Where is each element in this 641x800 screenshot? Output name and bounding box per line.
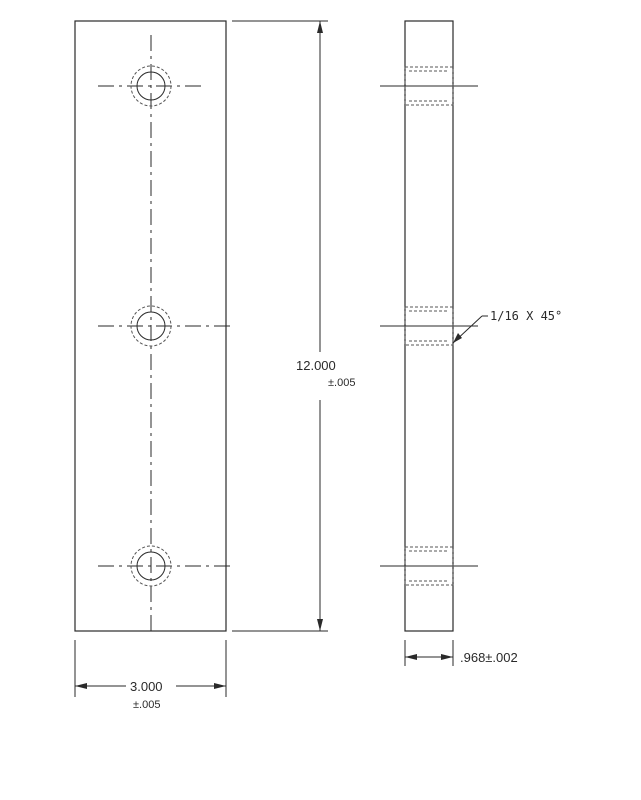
chamfer-leader-arrow <box>453 333 462 343</box>
chamfer-callout: 1/16 X 45° <box>452 309 562 344</box>
length-tolerance: ±.005 <box>328 377 355 389</box>
hole-top-bore <box>136 71 166 101</box>
thickness-value: .968±.002 <box>460 650 518 665</box>
hole-middle-bore <box>136 311 166 341</box>
thickness-arrow-left <box>405 654 417 660</box>
hole-middle-counterbore <box>130 305 172 347</box>
side-hole-bottom-bore <box>404 546 454 586</box>
width-tolerance: ±.005 <box>133 699 160 711</box>
side-hole-top <box>380 66 478 106</box>
side-hole-middle <box>380 306 478 346</box>
width-arrow-left <box>75 683 87 689</box>
side-hole-middle-bore <box>404 306 454 346</box>
length-arrow-top <box>317 21 323 33</box>
side-hole-top-bore <box>404 66 454 106</box>
width-arrow-right <box>214 683 226 689</box>
length-arrow-bottom <box>317 619 323 631</box>
front-hole-top <box>98 65 204 107</box>
side-hole-bottom <box>380 546 478 586</box>
front-hole-middle <box>98 305 230 347</box>
width-value: 3.000 <box>130 679 163 694</box>
width-dimension: 3.000 ±.005 <box>74 640 227 711</box>
hole-bottom-bore <box>136 551 166 581</box>
hole-top-counterbore <box>130 65 172 107</box>
length-dimension: 12.000 ±.005 <box>232 20 355 632</box>
front-hole-bottom <box>98 545 230 587</box>
hole-bottom-counterbore <box>130 545 172 587</box>
thickness-dimension: .968±.002 <box>404 640 518 666</box>
chamfer-note: 1/16 X 45° <box>490 309 562 323</box>
thickness-arrow-right <box>441 654 453 660</box>
length-value: 12.000 <box>296 358 336 373</box>
